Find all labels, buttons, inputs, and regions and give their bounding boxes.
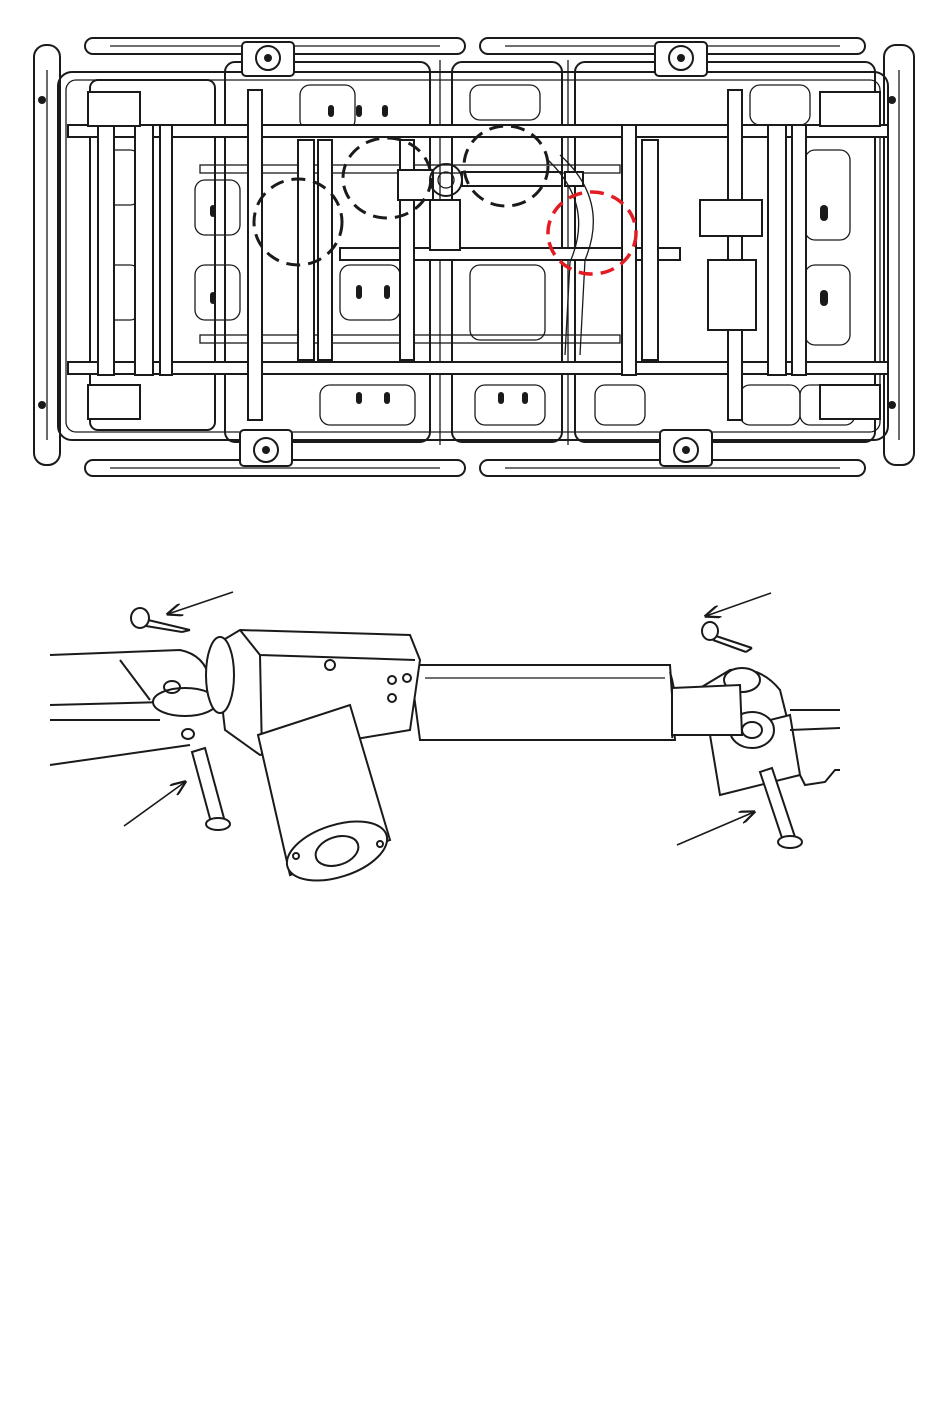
caster-top-right [655,42,707,76]
arrow-right-pin [677,812,754,845]
actuator-detail-view [0,560,950,920]
arrow-right-clip [706,593,771,616]
actuator-tube [410,665,742,740]
frame-tubes [68,125,888,374]
right-hair-pin-clip [702,622,752,652]
arrow-left-clip [168,592,233,614]
arrow-left-pin [124,782,185,826]
left-mount-bracket [50,650,217,765]
motor-housing [206,630,420,892]
left-clevis-pin [192,748,230,830]
bed-frame-top-view [0,0,950,500]
left-hair-pin-clip [131,608,190,632]
caster-bottom-right [660,430,712,466]
caster-bottom-left [240,430,292,466]
caster-top-left [242,42,294,76]
